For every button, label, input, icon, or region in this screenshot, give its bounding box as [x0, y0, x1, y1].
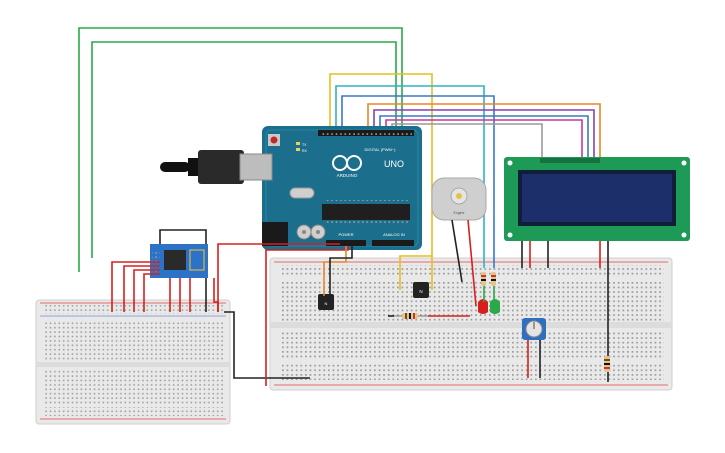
usb-cable [160, 150, 273, 184]
analog-label: ANALOG IN [383, 232, 405, 237]
transistor-left-label: N [325, 301, 328, 306]
led-red [478, 299, 488, 314]
arduino-logo-text: ARDUINO [337, 173, 358, 178]
power-label: POWER [338, 232, 353, 237]
lcd-screen [522, 174, 672, 222]
tx-label: TX [302, 143, 307, 147]
small-breadboard [35, 299, 231, 425]
atmega-chip [322, 204, 410, 220]
foreground-wires [111, 219, 609, 386]
resistor-led-green [491, 272, 496, 286]
reset-button [270, 136, 278, 144]
transistor-right-label: N [419, 289, 422, 294]
resistor-lcd-backlight [604, 356, 610, 372]
digital-header-label: DIGITAL (PWM~) [365, 147, 397, 152]
main-breadboard [269, 257, 673, 391]
resistor-led-red [481, 272, 486, 286]
arduino-model: UNO [384, 159, 404, 169]
transistor-right: N [413, 282, 429, 298]
lcd-16x2-display [504, 157, 690, 241]
transistor-left: N [318, 294, 334, 310]
led-green [490, 299, 500, 314]
rx-label: RX [302, 149, 308, 153]
resistor-base [394, 313, 428, 319]
motor-label: Engine [454, 211, 465, 215]
esp8266-wifi-module [150, 244, 208, 278]
arduino-uno-board: DIGITAL (PWM~) ARDUINO UNO TX RX POWER A… [160, 126, 422, 250]
arduino-logo: ARDUINO [332, 155, 362, 178]
potentiometer [522, 318, 546, 340]
dc-motor: Engine [431, 177, 487, 221]
